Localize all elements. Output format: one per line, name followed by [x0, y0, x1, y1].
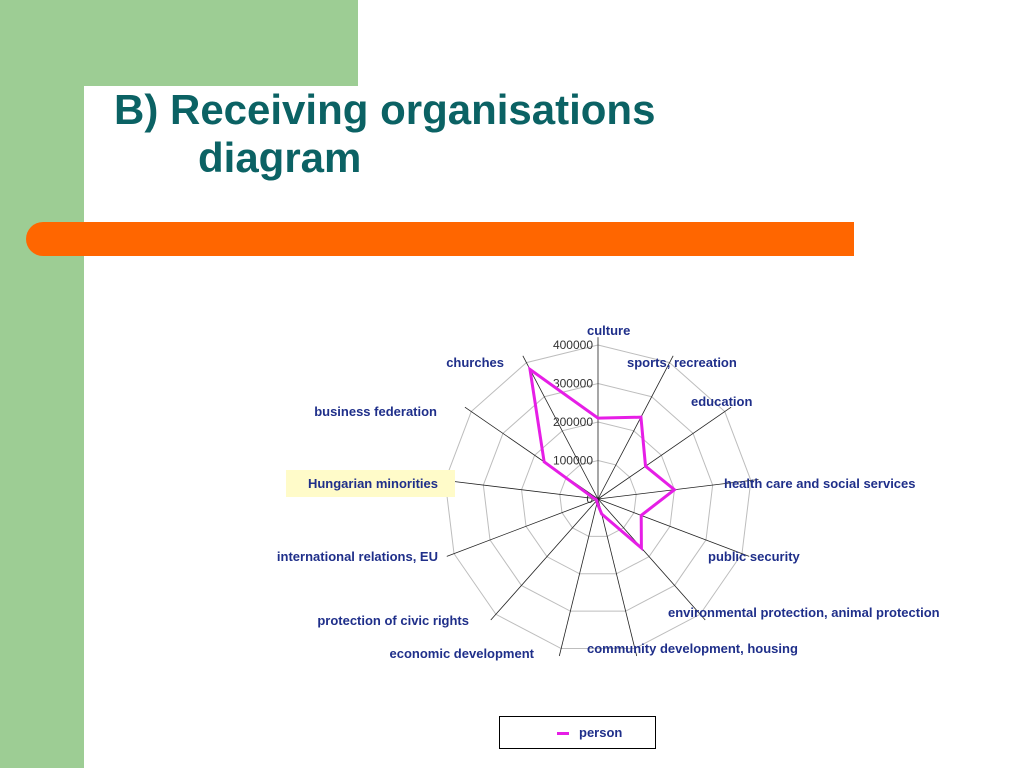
- side-green-band: [0, 86, 84, 768]
- data-point-12: [542, 460, 546, 464]
- category-label-12: business federation: [314, 404, 437, 419]
- category-label-3: education: [691, 394, 752, 409]
- data-point-3: [644, 464, 647, 468]
- axis-spoke-8: [558, 498, 599, 657]
- data-point-1: [596, 416, 600, 420]
- category-label-13: churches: [446, 355, 504, 370]
- series-line-person: [527, 366, 677, 552]
- data-point-7: [600, 512, 603, 516]
- category-highlight: [286, 470, 455, 497]
- grid-ring-4: [444, 344, 752, 650]
- orange-divider: [26, 222, 854, 256]
- category-label-5: public security: [708, 549, 801, 564]
- axis-spoke-13: [522, 355, 599, 500]
- data-point-8: [595, 501, 599, 504]
- category-label-7: community development, housing: [587, 641, 798, 656]
- category-label-2: sports, recreation: [627, 355, 737, 370]
- data-point-4: [673, 488, 676, 491]
- grid-ring-1: [559, 459, 637, 537]
- data-point-11: [592, 497, 596, 500]
- category-label-11: Hungarian minorities: [308, 476, 438, 491]
- axis-spoke-3: [597, 406, 732, 500]
- slide-title: B) Receiving organisations diagram: [114, 86, 655, 182]
- category-label-1: culture: [587, 323, 630, 338]
- title-line-1: B) Receiving organisations: [114, 86, 656, 133]
- content-panel: [84, 86, 1024, 768]
- legend: person: [499, 716, 656, 749]
- category-label-8: economic development: [390, 646, 535, 661]
- tick-label-4: 400000: [553, 338, 593, 352]
- header-green-band: [0, 0, 358, 86]
- category-label-9: protection of civic rights: [317, 613, 469, 628]
- axis-spoke-7: [597, 498, 638, 657]
- legend-swatch-person: [557, 732, 569, 735]
- grid-ring-2: [521, 421, 675, 575]
- grid-ring-3: [482, 382, 714, 612]
- axis-spoke-10: [446, 498, 599, 557]
- axis-spoke-4: [597, 479, 759, 500]
- data-point-2: [639, 415, 643, 419]
- tick-label-1: 100000: [553, 454, 593, 468]
- category-label-10: international relations, EU: [277, 549, 438, 564]
- category-label-4: health care and social services: [724, 476, 916, 491]
- title-line-2: diagram: [198, 134, 362, 181]
- axis-spoke-6: [597, 498, 706, 621]
- tick-label-0: 0: [586, 492, 593, 506]
- data-point-5: [639, 514, 643, 517]
- legend-label-person: person: [579, 725, 623, 740]
- data-point-10: [595, 498, 598, 501]
- data-point-13: [528, 368, 532, 371]
- category-label-6: environmental protection, animal protect…: [668, 605, 940, 620]
- tick-label-3: 300000: [553, 377, 593, 391]
- data-point-6: [640, 546, 643, 550]
- tick-label-2: 200000: [553, 415, 593, 429]
- axis-spoke-9: [490, 498, 599, 621]
- axis-spoke-5: [597, 498, 750, 557]
- axis-spoke-2: [597, 355, 674, 500]
- axis-spoke-11: [437, 479, 599, 500]
